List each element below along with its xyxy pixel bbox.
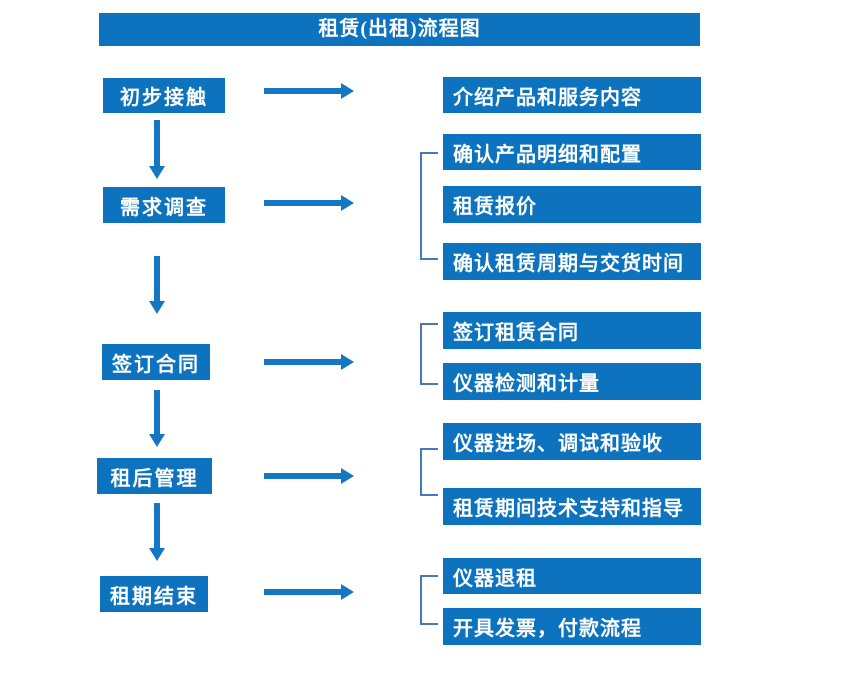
arrow-right-icon-4 [264,468,354,484]
output-box-instrument-return: 仪器退租 [443,558,701,594]
title-bar: 租赁(出租)流程图 [99,13,700,46]
arrow-right-icon-2 [264,195,354,211]
arrow-right-icon-3 [264,354,354,370]
arrow-right-icon-5 [264,584,354,600]
output-box-instrument-entry-acceptance: 仪器进场、调试和验收 [443,423,701,460]
step-box-demand-survey: 需求调查 [103,187,225,223]
arrow-down-icon-1 [149,120,165,179]
step-box-rental-end: 租期结束 [100,576,208,612]
output-box-sign-rental-contract: 签订租赁合同 [443,312,701,349]
arrow-down-icon-4 [149,503,165,561]
bracket-group-demand-survey [420,152,438,260]
arrow-down-icon-2 [149,256,165,314]
output-box-introduce-product-services: 介绍产品和服务内容 [443,77,701,113]
bracket-group-post-rental [420,448,438,496]
step-box-post-rental-management: 租后管理 [97,458,212,494]
step-box-sign-contract: 签订合同 [102,344,210,380]
output-box-rental-quotation: 租赁报价 [443,186,701,223]
bracket-group-rental-end [420,575,438,625]
page-title: 租赁(出租)流程图 [318,18,481,40]
arrow-right-icon-1 [264,83,354,99]
arrow-down-icon-3 [149,390,165,447]
step-box-initial-contact: 初步接触 [103,78,225,113]
bracket-group-sign-contract [420,323,438,385]
output-box-invoice-payment-process: 开具发票，付款流程 [443,608,701,645]
output-box-confirm-rental-period-delivery: 确认租赁周期与交货时间 [443,243,701,280]
output-box-instrument-inspection-measurement: 仪器检测和计量 [443,363,701,400]
output-box-rental-technical-support: 租赁期间技术支持和指导 [443,488,701,525]
output-box-confirm-product-details: 确认产品明细和配置 [443,134,701,170]
